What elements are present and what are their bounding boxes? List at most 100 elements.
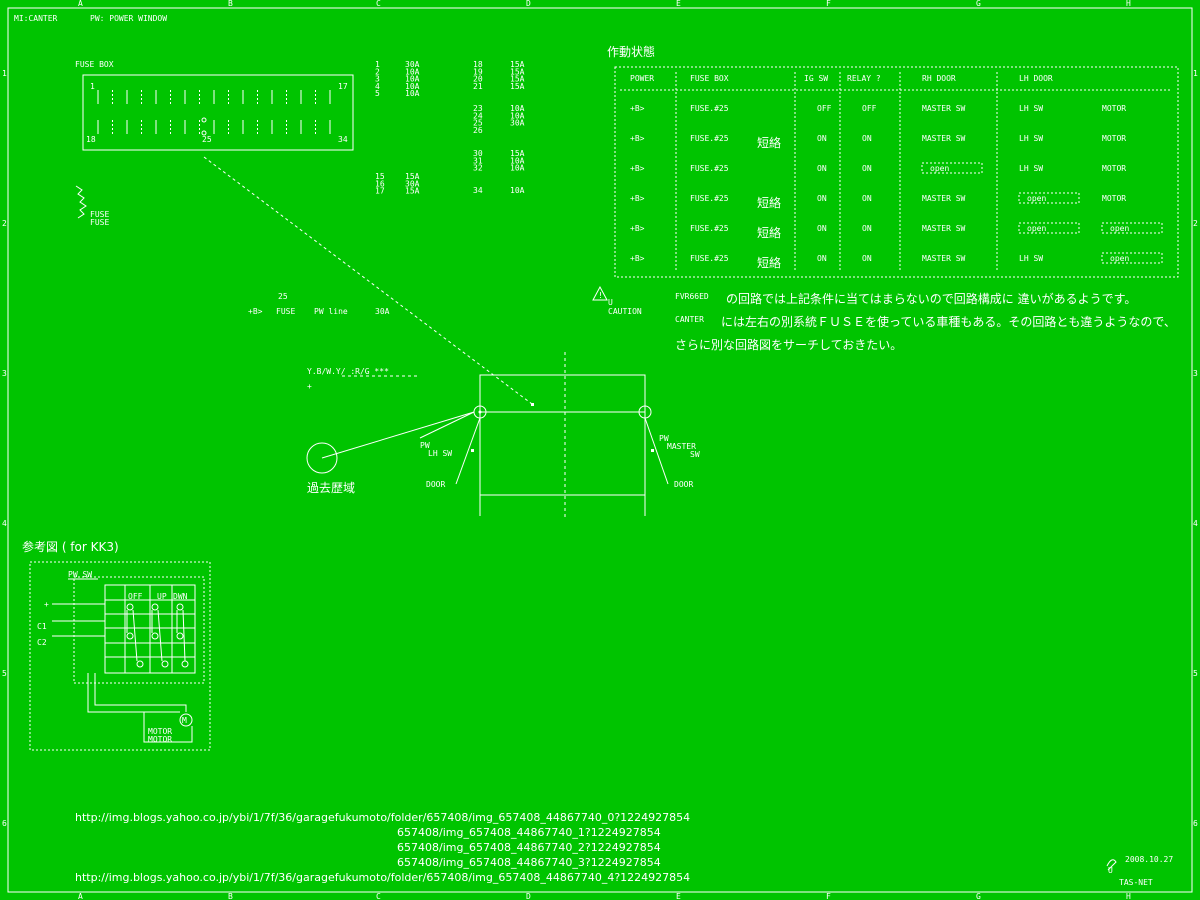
cell-relay: ON [862, 164, 872, 173]
contact-icon [176, 632, 184, 640]
rh-sw-label: SW [690, 450, 700, 459]
cell-lh: LH SW [1019, 254, 1043, 263]
caution-tag-2: CANTER [675, 315, 704, 324]
cell-relay: ON [862, 254, 872, 263]
source-url-0: http://img.blogs.yahoo.co.jp/ybi/1/7f/36… [75, 811, 690, 824]
cell-power: +B> [630, 164, 645, 173]
header-fuse-box: FUSE BOX [690, 74, 729, 83]
cell-motor: MOTOR [1102, 194, 1126, 203]
fuse-number: 20 [473, 75, 483, 84]
signature-mark [1106, 859, 1117, 871]
col-label: C [376, 0, 381, 8]
col-label: A [78, 0, 83, 8]
source-url-4: http://img.blogs.yahoo.co.jp/ybi/1/7f/36… [75, 871, 690, 884]
fuse-amp: 15A [510, 67, 525, 76]
fuse-pin-25: 25 [202, 135, 212, 144]
fuse-number: 21 [473, 82, 483, 91]
col-label: H [1126, 892, 1131, 900]
cell-motor: MOTOR [1102, 134, 1126, 143]
contact-icon [151, 603, 159, 611]
fuse-amp: 15A [510, 149, 525, 158]
border-row-labels-left: 1 2 3 4 5 6 [2, 69, 7, 828]
cell-lh: LH SW [1019, 164, 1043, 173]
motor-m-glyph: M [182, 716, 187, 725]
row-label: 3 [2, 369, 7, 378]
cell-rh: MASTER SW [922, 104, 966, 113]
header-model: MI:CANTER [14, 14, 58, 23]
rh-pw-label: PW [659, 434, 669, 443]
fuse-number: 4 [375, 82, 380, 91]
caution-line-3: さらに別な回路図をサーチしておきたい。 [675, 337, 902, 352]
fuse-amp: 30A [510, 119, 525, 128]
cell-fuse: FUSE.#25 [690, 164, 729, 173]
cell-ig: ON [817, 254, 827, 263]
row-label: 2 [1193, 219, 1198, 228]
cell-short: 短絡 [757, 255, 781, 270]
past-area-label: 過去歴域 [307, 481, 355, 495]
fuse-number: 16 [375, 179, 385, 188]
fuse-amp: 15A [405, 172, 420, 181]
caution-label: CAUTION [608, 307, 642, 316]
pw-line-power: +B> [248, 307, 263, 316]
contact-icon [176, 603, 184, 611]
col-label: H [1126, 0, 1131, 8]
fuse-label-2: FUSE [90, 218, 109, 227]
contact-bar [157, 609, 163, 662]
rh-master-label: MASTER [667, 442, 696, 451]
contact-icon [126, 603, 134, 611]
col-label: F [826, 892, 831, 900]
wire-plus-label: + [307, 382, 312, 391]
pw-line-amp: 30A [375, 307, 390, 316]
fuse-amp: 15A [510, 60, 525, 69]
fuse-amp: 10A [510, 156, 525, 165]
fuse-label-1: FUSE [90, 210, 109, 219]
lh-wire-b [321, 411, 475, 459]
fuse-number: 34 [473, 186, 483, 195]
fuse-amp: 10A [510, 164, 525, 173]
past-area-circle [306, 442, 338, 474]
footer-date: 2008.10.27 [1125, 855, 1173, 864]
fuse-25-marker-bottom [201, 130, 207, 136]
door-panel-outline [479, 374, 646, 496]
fuse-amp: 10A [405, 75, 420, 84]
cell-fuse: FUSE.#25 [690, 104, 729, 113]
cell-lh-open-box [1018, 222, 1080, 234]
col-label: D [526, 892, 531, 900]
pw-line-fuse-no: 25 [278, 292, 288, 301]
fuse-number: 31 [473, 156, 483, 165]
source-url-3: 657408/img_657408_44867740_3?1224927854 [397, 856, 661, 869]
cell-rh-open-box [921, 162, 983, 174]
header-system: PW: POWER WINDOW [90, 14, 167, 23]
fuse-number: 19 [473, 67, 483, 76]
col-label: F [826, 0, 831, 8]
lh-sw-label: LH SW [428, 449, 452, 458]
contact-icon [126, 632, 134, 640]
motor-wire-b [94, 673, 187, 712]
col-label: E [676, 0, 681, 8]
col-label: E [676, 892, 681, 900]
contact-bar [182, 609, 186, 662]
caution-tag-1: FVR66ED [675, 292, 709, 301]
fuse-amp: 15A [405, 187, 420, 196]
terminal-plus-label: + [44, 600, 49, 609]
cell-relay: ON [862, 224, 872, 233]
leader-line-fuse [203, 156, 533, 405]
row-label: 4 [2, 519, 7, 528]
fuse-pin-1: 1 [90, 82, 95, 91]
col-label: B [228, 0, 233, 8]
cell-relay: ON [862, 194, 872, 203]
cell-motor: open [1110, 224, 1129, 233]
contact-icon [136, 660, 144, 668]
motor-icon [179, 713, 193, 727]
cell-fuse: FUSE.#25 [690, 194, 729, 203]
pw-switch-grid [104, 584, 196, 674]
fuse-25-marker-top [201, 117, 207, 123]
cell-motor: open [1110, 254, 1129, 263]
lh-pw-label: PW [420, 441, 430, 450]
cell-ig: ON [817, 194, 827, 203]
